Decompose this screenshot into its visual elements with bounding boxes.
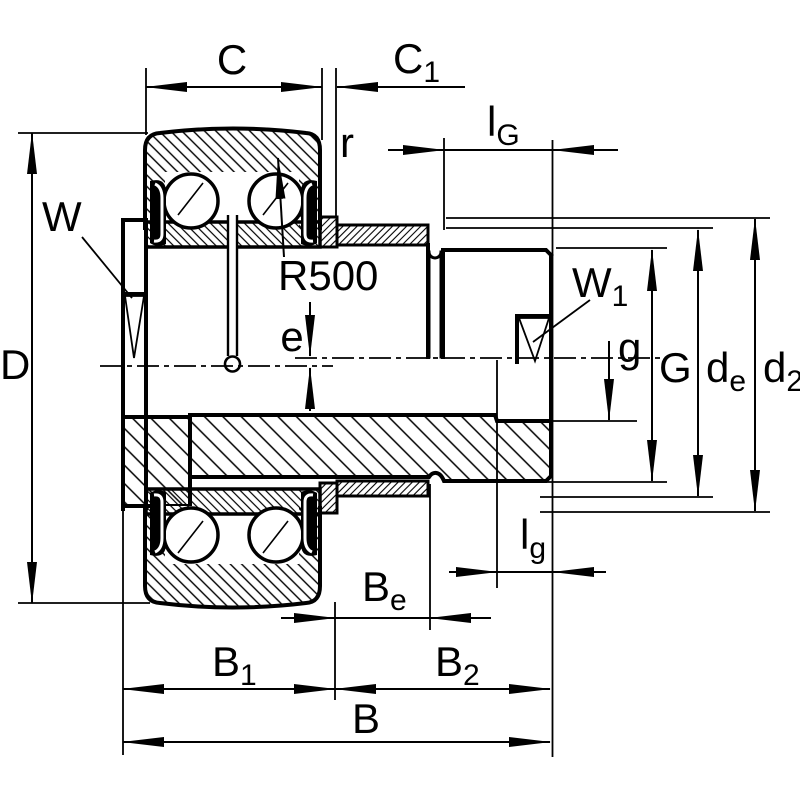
- label-B: B: [352, 695, 380, 742]
- inner-ring-section: [144, 487, 322, 516]
- grease-hole-walls: [226, 215, 239, 356]
- outer-ring-outline: [143, 506, 322, 610]
- dimensions: [18, 68, 770, 757]
- ball: [162, 172, 220, 230]
- seal-carrier-ring-bottom: [318, 481, 339, 515]
- seal-right-icon: [299, 178, 319, 248]
- wrench-flat-edge-W1: [515, 314, 553, 364]
- wrench-flat-symbol-W1: [517, 317, 551, 364]
- roller-bearing-bottom: [143, 487, 322, 610]
- dimension-de: [446, 227, 713, 498]
- ball: [247, 172, 305, 230]
- seal-right-icon: [299, 488, 319, 558]
- dimension-G: [540, 247, 667, 483]
- leader-R500: [275, 157, 286, 258]
- grease-channel: [223, 215, 242, 373]
- label-de: de: [706, 344, 746, 398]
- grease-hole: [227, 215, 238, 356]
- leader-W1: [532, 299, 591, 343]
- seal-left-icon: [148, 178, 168, 248]
- stud-cross-section: [188, 413, 553, 483]
- label-G: G: [659, 344, 692, 391]
- label-g: g: [618, 324, 641, 371]
- leader-W: [81, 236, 133, 299]
- label-D: D: [0, 341, 30, 388]
- seal-carrier-ring-top: [318, 215, 339, 249]
- label-C: C: [217, 36, 247, 83]
- dimension-lg: [449, 140, 606, 757]
- label-C1: C1: [393, 35, 440, 89]
- grease-hole-end: [223, 355, 242, 373]
- label-e: e: [280, 313, 303, 360]
- dimension-Be: [281, 484, 491, 700]
- collar-rings: [318, 215, 430, 515]
- label-B1: B1: [212, 638, 257, 692]
- centerlines: [100, 357, 660, 367]
- collar-band-bottom: [335, 479, 430, 498]
- seal-left-icon: [148, 488, 168, 558]
- label-lg: lg: [520, 511, 546, 565]
- ball: [162, 506, 220, 564]
- dimension-d2: [446, 217, 770, 513]
- label-B2: B2: [435, 638, 480, 692]
- label-d2: d2: [763, 344, 800, 398]
- label-W: W: [42, 193, 82, 240]
- dimension-B1: [122, 509, 336, 755]
- wrench-flat-symbol-W: [123, 295, 146, 359]
- dimension-D: [18, 132, 150, 604]
- dimension-lG: [388, 138, 618, 230]
- ball: [247, 506, 305, 564]
- dimension-C: [145, 68, 323, 140]
- label-r: r: [340, 119, 354, 166]
- label-Be: Be: [362, 563, 407, 617]
- dimension-g: [553, 341, 637, 422]
- ball-contact-lines: [177, 520, 289, 554]
- label-R500: R500: [278, 252, 378, 299]
- collar-face: [337, 245, 428, 357]
- label-lG: lG: [487, 98, 520, 152]
- labels: C C1 r lG W R500 e W1 g G de d2 D lg Be …: [0, 35, 800, 742]
- dimension-C1: [335, 68, 465, 218]
- label-W1: W1: [572, 259, 628, 313]
- collar-band-top: [335, 223, 430, 247]
- outer-ring-outline: [143, 126, 322, 230]
